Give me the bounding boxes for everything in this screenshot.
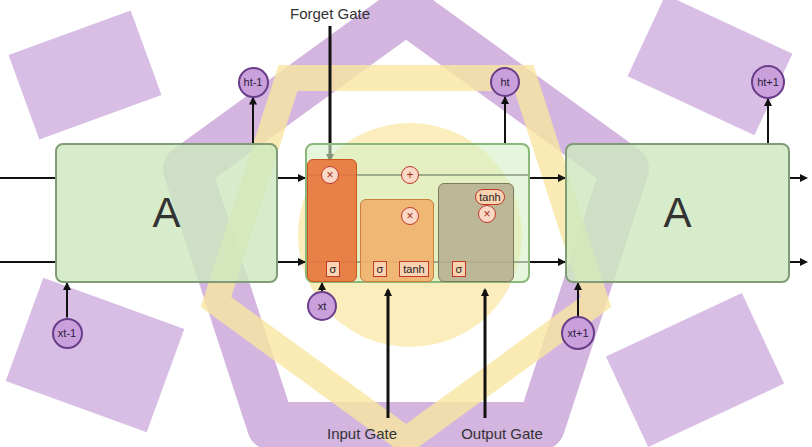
connector-arrow <box>252 98 254 144</box>
connector-arrow <box>278 261 305 263</box>
state-label: xt <box>318 300 327 312</box>
cell-label: A <box>152 189 180 237</box>
pointer-arrow <box>387 290 390 418</box>
gate-box: σtanh <box>360 199 434 282</box>
connector-arrow <box>66 283 68 318</box>
outgoing-arrow <box>790 261 806 263</box>
pointwise-op: × <box>478 205 496 223</box>
pointer-arrow <box>484 290 487 418</box>
state-label: xt+1 <box>567 327 588 339</box>
outgoing-arrow <box>790 177 806 179</box>
state-circle: ht-1 <box>238 67 269 98</box>
cell-box: A <box>565 143 790 283</box>
connector-arrow <box>321 283 323 291</box>
pointer-arrow <box>329 26 332 160</box>
gate-caption: Forget Gate <box>290 5 370 22</box>
connector-arrow <box>767 99 769 143</box>
state-circle: xt-1 <box>52 318 83 349</box>
pointwise-op: × <box>321 166 339 184</box>
connector-arrow <box>530 261 565 263</box>
state-circle: ht+1 <box>751 65 785 99</box>
gate-caption: Output Gate <box>461 425 543 442</box>
state-label: xt-1 <box>58 327 76 339</box>
cell-label: A <box>663 189 691 237</box>
state-label: ht+1 <box>757 76 779 88</box>
activation-label: σ <box>373 261 388 277</box>
gate-box: σ tanh <box>438 183 514 282</box>
gate-caption: Input Gate <box>327 425 397 442</box>
purple-patch <box>9 10 162 139</box>
incoming-line <box>0 261 55 263</box>
state-label: ht <box>500 76 509 88</box>
activation-label: tanh <box>475 189 504 205</box>
activation-label: σ <box>452 261 467 277</box>
cell-box: A <box>55 143 278 283</box>
connector-arrow <box>530 177 565 179</box>
pointwise-op: × <box>401 207 419 225</box>
state-circle: xt+1 <box>561 316 595 350</box>
activation-label: σ <box>326 261 341 277</box>
activation-label: tanh <box>399 261 428 277</box>
state-label: ht-1 <box>244 76 263 88</box>
incoming-line <box>0 177 55 179</box>
purple-patch <box>606 293 784 447</box>
state-circle: ht <box>490 67 520 97</box>
state-circle: xt <box>307 291 337 321</box>
pointwise-op: + <box>401 166 419 184</box>
connector-arrow <box>577 283 579 316</box>
purple-patch <box>6 278 185 433</box>
connector-arrow <box>278 177 305 179</box>
connector-arrow <box>504 97 506 143</box>
